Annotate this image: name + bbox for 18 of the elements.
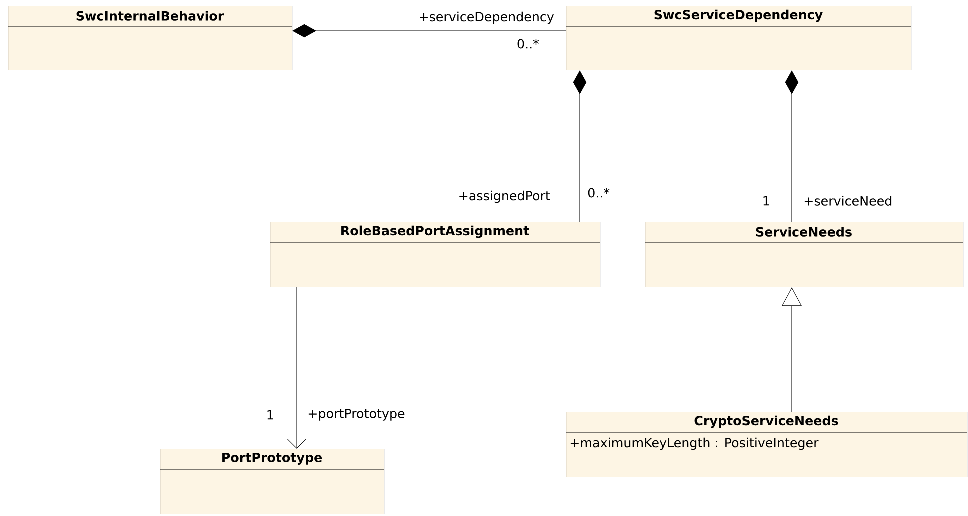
class-box: ServiceNeeds	[644, 222, 964, 288]
association-line	[292, 24, 566, 38]
role-label: +serviceDependency	[420, 12, 554, 24]
multiplicity-label: 1	[268, 410, 274, 420]
class-box: RoleBasedPortAssignment	[270, 222, 601, 288]
role-label: +serviceNeed	[804, 196, 892, 206]
association-line	[573, 70, 587, 222]
class-box: CryptoServiceNeeds +maximumKeyLength : PositiveInteger	[566, 412, 968, 478]
multiplicity-label: 0..*	[518, 39, 540, 49]
class-box: PortPrototype	[160, 449, 385, 515]
multiplicity-label: 0..*	[588, 188, 610, 198]
class-box: SwcServiceDependency	[566, 6, 912, 71]
role-label: +portPrototype	[308, 409, 405, 421]
role-label: +assignedPort	[460, 190, 550, 204]
association-line	[785, 70, 799, 222]
multiplicity-label: 1	[764, 196, 770, 206]
association-line	[287, 287, 307, 449]
class-box: SwcInternalBehavior	[8, 6, 293, 71]
